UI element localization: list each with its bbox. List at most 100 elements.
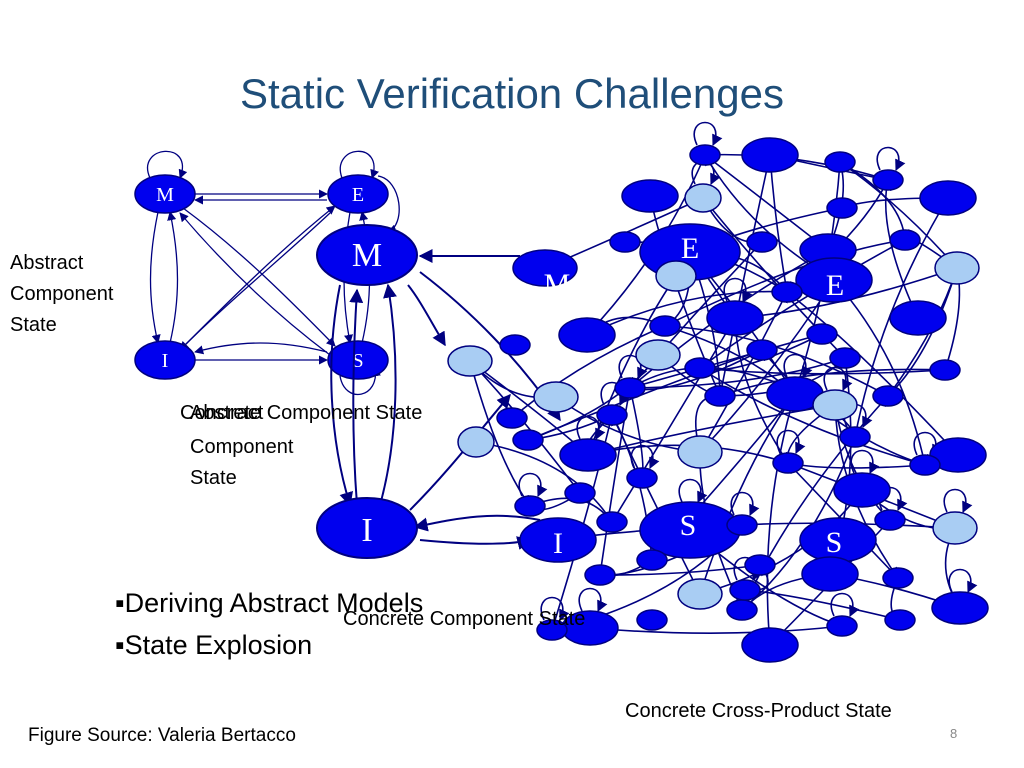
cloud-edge	[699, 290, 788, 453]
cloud-node	[884, 609, 916, 631]
cloud-self-loop	[943, 488, 973, 514]
bullet-text: State Explosion	[124, 630, 313, 660]
cloud-node	[499, 334, 531, 356]
cloud-label-s-mid: S	[680, 509, 697, 542]
cross-product-state-label: Concrete Cross-Product State	[625, 700, 892, 722]
cloud-node	[626, 467, 658, 489]
concrete-component-state-label: Concrete Component State	[343, 608, 586, 630]
cloud-node	[874, 509, 906, 531]
cloud-self-loop	[730, 491, 760, 517]
cloud-node	[559, 438, 617, 472]
figure-source: Figure Source: Valeria Bertacco	[28, 725, 296, 746]
big-state-m	[316, 224, 418, 286]
cloud-edge	[786, 291, 959, 456]
slide-title: Static Verification Challenges	[240, 70, 784, 117]
cloud-edge	[474, 438, 613, 523]
overlap-abstract-text: Abstract	[190, 402, 264, 424]
cloud-node	[726, 599, 758, 621]
cloud-self-loop	[540, 596, 570, 622]
small-state-e-label: E	[352, 184, 364, 206]
cloud-label-i: I	[553, 527, 563, 560]
small-state-s-label: S	[352, 350, 363, 372]
cloud-self-loop	[723, 277, 753, 303]
cloud-edge	[585, 290, 788, 336]
cloud-node	[872, 385, 904, 407]
cloud-self-loop	[693, 121, 723, 147]
cloud-self-loop	[948, 568, 978, 594]
cloud-edge	[698, 363, 946, 375]
cloud-node	[826, 615, 858, 637]
cloud-node	[746, 231, 778, 253]
bullet-item: ▪Deriving Abstract Models	[115, 582, 423, 624]
cloud-node-light	[812, 389, 858, 421]
cloud-edge	[611, 317, 736, 523]
cloud-node	[771, 281, 803, 303]
small-state-s	[327, 340, 389, 380]
bullet-marker: ▪	[115, 630, 125, 660]
bullet-marker: ▪	[115, 588, 125, 618]
cloud-label-e: E	[826, 269, 844, 302]
cloud-edge	[628, 357, 846, 394]
cloud-self-loop	[823, 366, 853, 392]
cloud-edge	[611, 413, 701, 595]
cloud-node	[741, 137, 799, 173]
cloud-node	[636, 609, 668, 631]
cloud-edge	[663, 239, 906, 327]
cloud-node	[512, 249, 578, 287]
cloud-edge	[839, 161, 958, 269]
cloud-node	[609, 231, 641, 253]
cloud-node	[806, 323, 838, 345]
cloud-node	[824, 151, 856, 173]
cloud-edge	[887, 266, 960, 397]
cloud-node	[512, 429, 544, 451]
cloud-self-loop	[783, 353, 813, 379]
cloud-self-loop	[776, 429, 806, 455]
cloud-edge	[588, 623, 843, 635]
cloud-edge	[831, 403, 891, 521]
cloud-node	[706, 300, 764, 336]
cloud-node-light	[533, 381, 579, 413]
cloud-self-loop	[678, 478, 708, 504]
cloud-edge	[787, 462, 899, 579]
cloud-node	[684, 357, 716, 379]
cloud-edge	[599, 386, 634, 576]
slide-number: 8	[950, 726, 958, 741]
cloud-node-light	[447, 345, 493, 377]
component-state-label: Component State	[190, 436, 294, 489]
cloud-edge	[699, 279, 835, 453]
cloud-node	[514, 495, 546, 517]
cloud-node	[929, 359, 961, 381]
cloud-self-loop	[618, 354, 648, 380]
bullet-text: Deriving Abstract Models	[124, 588, 424, 618]
cloud-self-loop	[630, 444, 660, 470]
cloud-node	[496, 407, 528, 429]
cloud-node	[729, 579, 761, 601]
cloud-node	[744, 554, 776, 576]
bullet-list: ▪Deriving Abstract Models ▪State Explosi…	[115, 582, 423, 666]
cloud-node	[801, 556, 859, 592]
cloud-node	[839, 426, 871, 448]
cloud-self-loop	[876, 146, 906, 172]
small-state-i	[134, 340, 196, 380]
cloud-node	[882, 567, 914, 589]
big-state-m-label: M	[352, 237, 382, 274]
cloud-node	[621, 179, 679, 213]
cloud-node	[919, 180, 977, 216]
cloud-node	[872, 169, 904, 191]
cloud-node	[833, 472, 891, 508]
abstract-fsm: M E I S	[134, 150, 400, 396]
cloud-node-light	[934, 251, 980, 285]
cloud-node	[889, 300, 947, 336]
cloud-node	[772, 452, 804, 474]
cloud-edge	[719, 364, 947, 397]
cloud-node	[564, 482, 596, 504]
big-state-i-label: I	[361, 512, 372, 549]
abstract-component-state-label: Abstract Component State	[10, 252, 114, 336]
cloud-node	[795, 257, 873, 303]
cloud-node-light	[635, 339, 681, 371]
cloud-label-s: S	[826, 526, 843, 559]
cloud-node-light	[655, 260, 697, 292]
cloud-label-m: M	[544, 268, 571, 301]
cross-product-cloud	[447, 137, 989, 663]
big-state-i	[316, 497, 418, 559]
